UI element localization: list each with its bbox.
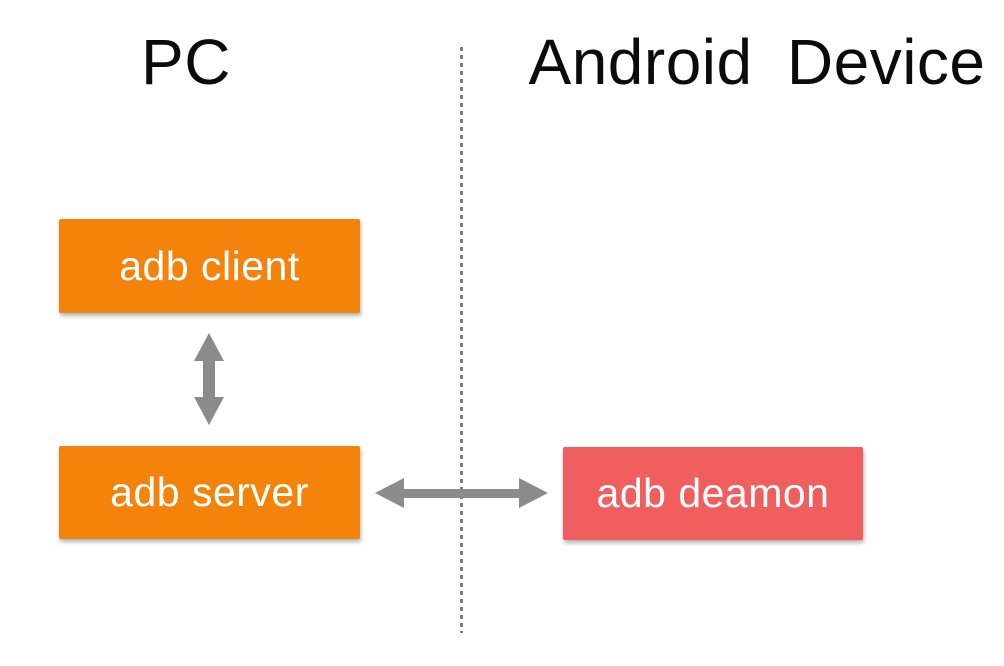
android-device-section-title: Android Device — [528, 26, 986, 98]
client-server-double-arrow-icon — [194, 333, 224, 425]
pc-section-title: PC — [141, 26, 231, 98]
adb-client-node: adb client — [59, 219, 360, 313]
adb-daemon-node: adb deamon — [563, 447, 863, 540]
adb-server-node: adb server — [59, 446, 360, 539]
adb-client-label: adb client — [119, 242, 300, 289]
pc-device-divider-line — [460, 47, 463, 633]
adb-daemon-label: adb deamon — [596, 470, 830, 516]
server-daemon-double-arrow-icon — [375, 478, 548, 508]
adb-server-label: adb server — [110, 469, 309, 515]
